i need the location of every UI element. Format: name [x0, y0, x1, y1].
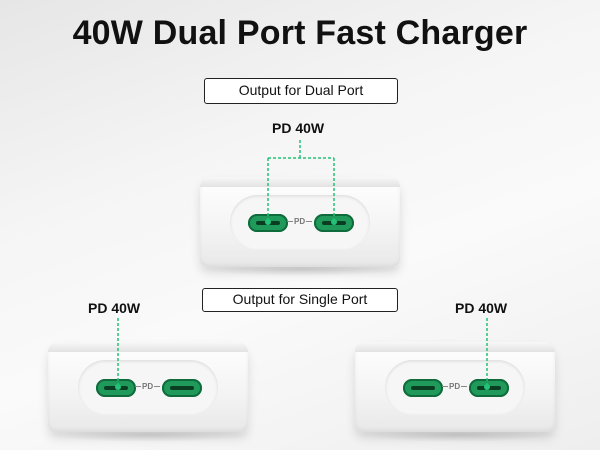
charger-dual: PD [200, 177, 400, 267]
charger-top-edge [48, 342, 248, 352]
charger-single-left: PD [48, 342, 248, 432]
single-port-label-box: Output for Single Port [202, 288, 398, 312]
usb-c-port-right-icon [469, 379, 509, 397]
single-right-pd-label: PD 40W [455, 300, 508, 316]
port-pd-marker: PD [134, 382, 161, 391]
usb-c-port-left-icon [403, 379, 443, 397]
usb-c-port-left-icon [96, 379, 136, 397]
charger-top-edge [200, 177, 400, 187]
usb-c-port-right-icon [314, 214, 354, 232]
charger-single-right: PD [355, 342, 555, 432]
usb-c-port-left-icon [248, 214, 288, 232]
single-left-pd-label: PD 40W [88, 300, 141, 316]
port-pd-marker: PD [286, 217, 313, 226]
page-title: 40W Dual Port Fast Charger [72, 14, 528, 52]
dual-pd-label: PD 40W [272, 120, 325, 136]
port-pd-marker: PD [441, 382, 468, 391]
charger-top-edge [355, 342, 555, 352]
usb-c-port-right-icon [162, 379, 202, 397]
dual-port-label: Output for Dual Port [238, 82, 364, 98]
dual-port-label-box: Output for Dual Port [204, 78, 398, 104]
single-port-label: Output for Single Port [232, 291, 368, 307]
